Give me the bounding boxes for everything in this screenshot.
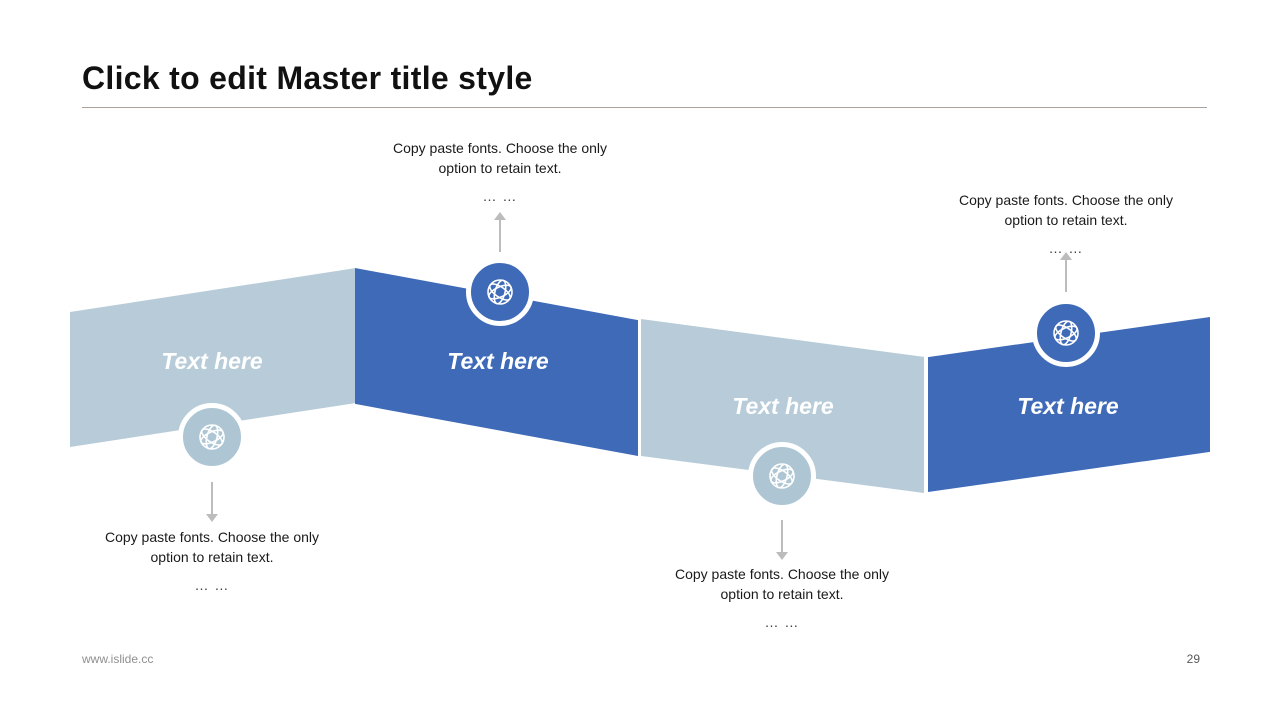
title-divider — [82, 107, 1207, 108]
callout-body: Copy paste fonts. Choose the only option… — [104, 529, 320, 566]
callout-segment-1[interactable]: Copy paste fonts. Choose the only option… — [87, 527, 337, 595]
network-globe-icon — [487, 279, 513, 305]
page-number: 29 — [1186, 652, 1200, 666]
callout-body: Copy paste fonts. Choose the only option… — [392, 140, 608, 177]
slide-title[interactable]: Click to edit Master title style — [82, 60, 533, 96]
segment-2-badge[interactable] — [466, 258, 534, 326]
segment-3-badge[interactable] — [748, 442, 816, 510]
arrow-down-icon — [776, 520, 788, 560]
segment-2-label[interactable]: Text here — [447, 348, 549, 374]
arrow-up-icon — [494, 212, 506, 252]
callout-body: Copy paste fonts. Choose the only option… — [674, 566, 890, 603]
callout-ellipsis: … … — [1048, 239, 1084, 256]
callout-segment-4[interactable]: Copy paste fonts. Choose the only option… — [941, 190, 1191, 258]
segment-4-badge[interactable] — [1032, 299, 1100, 367]
callout-ellipsis: … … — [764, 613, 800, 630]
segment-1-badge[interactable] — [178, 403, 246, 471]
network-globe-icon — [199, 424, 225, 450]
segment-3-label[interactable]: Text here — [732, 393, 834, 419]
arrow-down-icon — [206, 482, 218, 522]
network-globe-icon — [1053, 320, 1079, 346]
callout-segment-2[interactable]: Copy paste fonts. Choose the only option… — [375, 138, 625, 206]
segment-4-label[interactable]: Text here — [1017, 393, 1119, 419]
footer-website-link[interactable]: www.islide.cc — [82, 652, 154, 666]
segment-1-label[interactable]: Text here — [161, 348, 263, 374]
callout-ellipsis: … … — [482, 187, 518, 204]
arrow-up-icon — [1060, 252, 1072, 292]
callout-ellipsis: … … — [194, 576, 230, 593]
callout-segment-3[interactable]: Copy paste fonts. Choose the only option… — [657, 564, 907, 632]
network-globe-icon — [769, 463, 795, 489]
callout-body: Copy paste fonts. Choose the only option… — [958, 192, 1174, 229]
